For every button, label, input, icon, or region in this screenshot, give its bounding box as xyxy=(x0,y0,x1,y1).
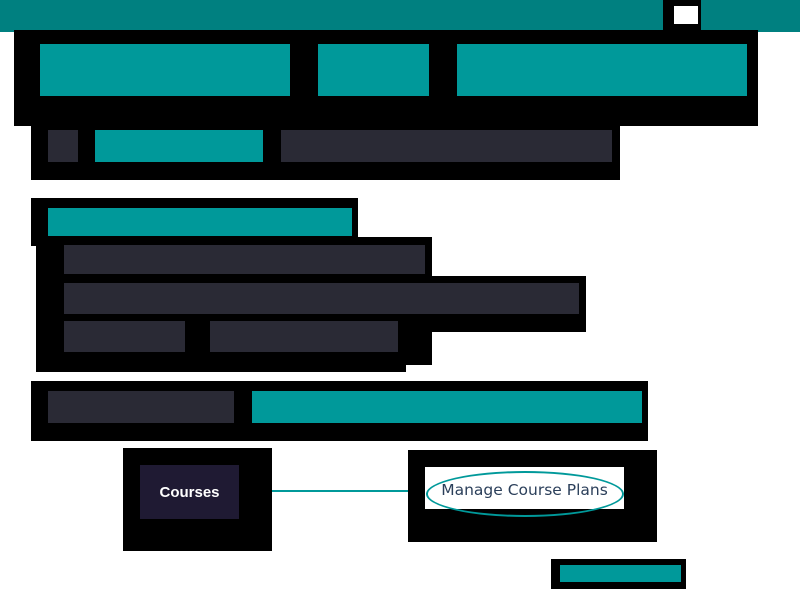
highlight-ellipse xyxy=(426,471,624,517)
list-item xyxy=(64,283,579,314)
window-control-icon[interactable] xyxy=(674,6,698,24)
action-label xyxy=(48,391,234,423)
bottom-button[interactable] xyxy=(560,565,681,582)
list-item xyxy=(210,321,398,352)
list-item xyxy=(64,245,425,274)
breadcrumb-icon[interactable] xyxy=(48,130,78,162)
action-field[interactable] xyxy=(252,391,642,423)
nav-item-3[interactable] xyxy=(457,44,747,96)
nav-item-2[interactable] xyxy=(318,44,429,96)
courses-button[interactable]: Courses xyxy=(140,465,239,519)
list-item xyxy=(64,321,185,352)
section-title xyxy=(48,208,352,236)
breadcrumb-link[interactable] xyxy=(95,130,263,162)
breadcrumb-current xyxy=(281,130,612,162)
connector-line xyxy=(272,490,410,492)
nav-item-1[interactable] xyxy=(40,44,290,96)
